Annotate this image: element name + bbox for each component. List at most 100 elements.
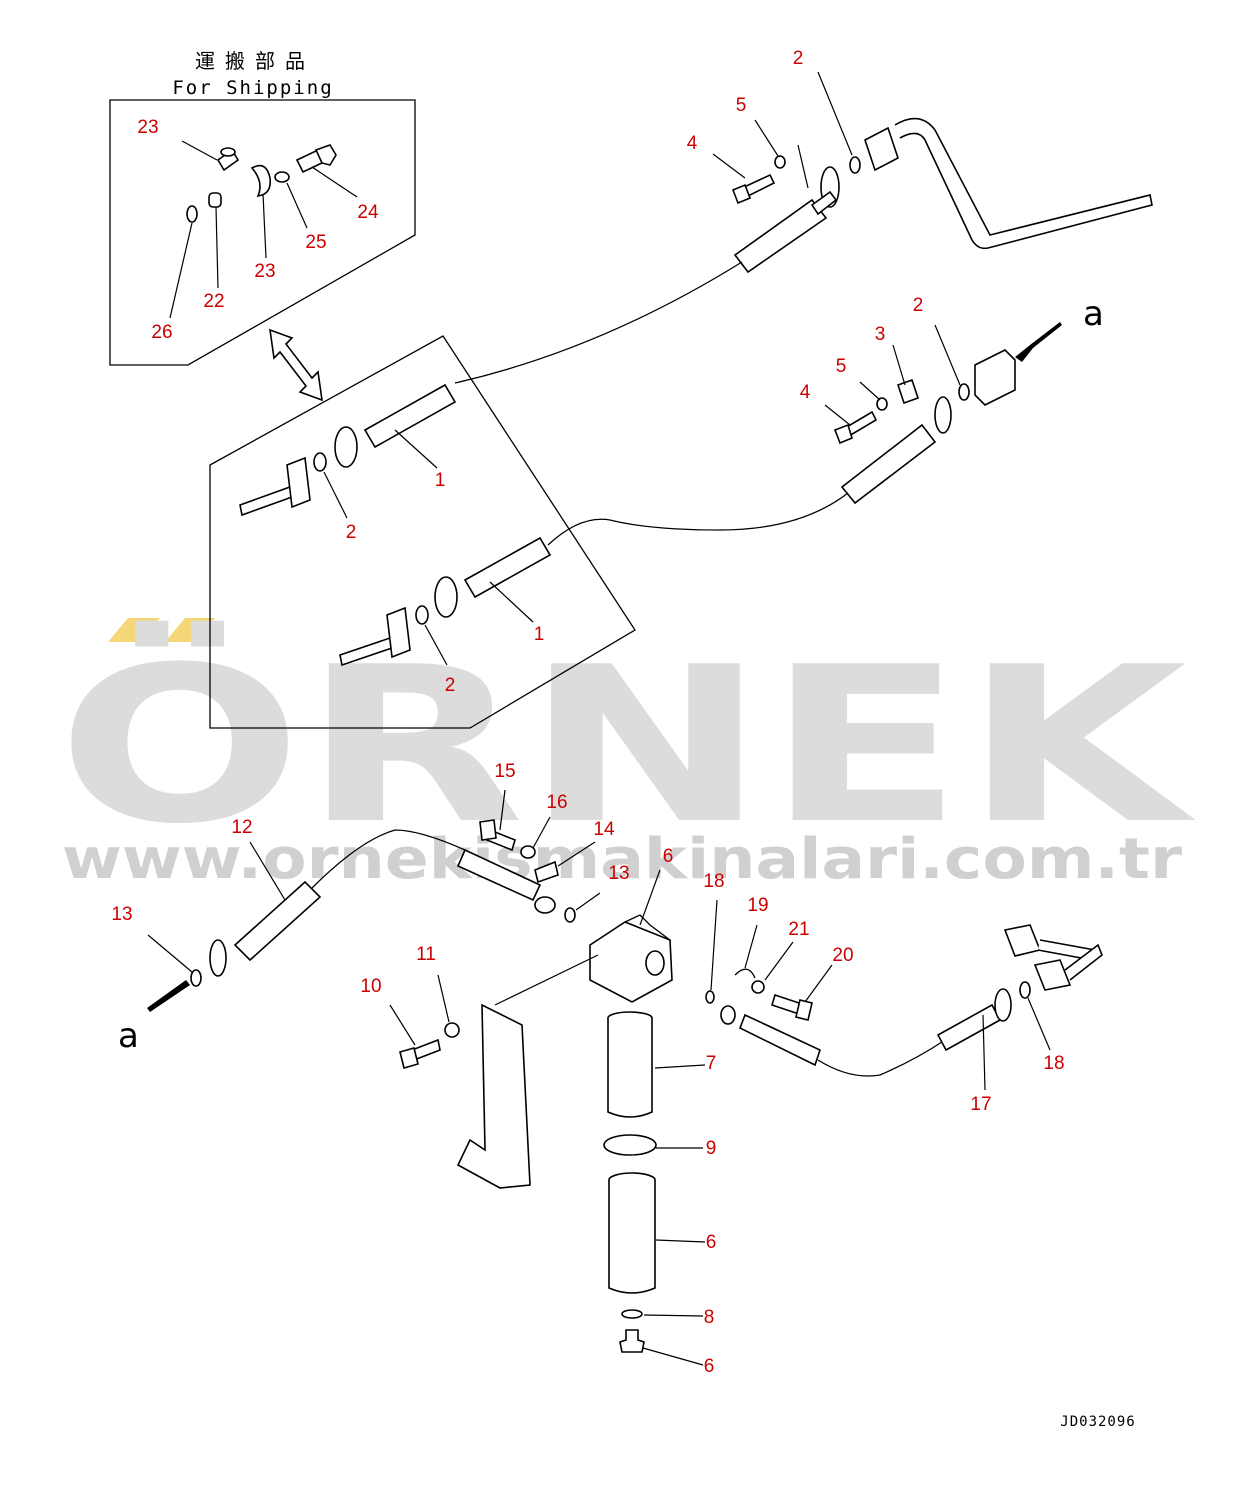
leader-8 xyxy=(643,1314,704,1317)
valve-block xyxy=(974,349,1016,406)
callout-5a: 5 xyxy=(736,95,747,116)
callout-1b: 1 xyxy=(534,624,545,645)
tube-stub-a xyxy=(239,485,293,517)
oring-frame-b xyxy=(415,605,429,625)
hose-sleeve-17b xyxy=(936,1003,1002,1052)
shipping-title-en: For Shipping xyxy=(172,77,333,99)
shipping-box-frame xyxy=(109,99,416,366)
half-clamp-part-2 xyxy=(250,164,272,197)
callout-21: 21 xyxy=(788,919,809,940)
bolt-head-10 xyxy=(399,1047,419,1069)
washer-5-mid xyxy=(876,397,888,411)
callout-8: 8 xyxy=(704,1307,715,1328)
filter-head-port xyxy=(645,950,665,976)
leader-3 xyxy=(892,344,906,386)
callout-22: 22 xyxy=(203,291,224,312)
leader-2c xyxy=(323,471,348,519)
hose-sleeve-frame-b xyxy=(463,536,552,599)
upper-pipe-assembly xyxy=(454,71,1153,384)
oring-18b xyxy=(1019,981,1031,999)
callout-26: 26 xyxy=(151,322,172,343)
callout-1a: 1 xyxy=(435,470,446,491)
callout-15: 15 xyxy=(494,761,515,782)
hose-flange-frame-b xyxy=(434,576,458,618)
watermark-accent-right xyxy=(165,618,215,642)
leader-22 xyxy=(215,206,219,289)
bolt-head-4-upper xyxy=(731,183,752,205)
shipping-box: 運搬部品 For Shipping xyxy=(109,49,416,366)
mounting-bracket xyxy=(456,1003,531,1189)
oring-9 xyxy=(603,1134,657,1156)
callout-7: 7 xyxy=(706,1053,717,1074)
callout-5b: 5 xyxy=(836,356,847,377)
washer-11 xyxy=(444,1022,460,1038)
hose-sleeve-upper xyxy=(733,198,828,274)
hose-flange-mid xyxy=(934,396,952,434)
callout-25: 25 xyxy=(305,232,326,253)
half-clamp-3 xyxy=(896,378,920,405)
leader-20 xyxy=(804,964,833,1003)
plug-part xyxy=(208,192,222,208)
washer-5-upper xyxy=(774,155,786,169)
half-clamp-top xyxy=(220,147,236,157)
callout-6a: 6 xyxy=(663,846,674,867)
drawing-code: JD032096 xyxy=(1060,1414,1135,1430)
leader-13a xyxy=(147,934,193,973)
leader-6c xyxy=(642,1347,704,1366)
hose-sleeve-17a xyxy=(738,1013,821,1067)
drain-plug xyxy=(619,1329,645,1353)
watermark: ÖRNEK www.ornekismakinalari.com.tr xyxy=(57,618,1197,892)
leader-12 xyxy=(249,841,286,901)
hose-flange-17a xyxy=(720,1005,736,1025)
leader-5b xyxy=(859,381,881,401)
oring-13a xyxy=(190,969,202,987)
hose-flange-12b xyxy=(534,896,556,914)
leader-10 xyxy=(389,1004,416,1046)
callout-labels: 23 23 24 25 22 26 2 5 4 2 3 5 4 1 2 1 2 … xyxy=(111,48,1064,1377)
leader-18b xyxy=(1027,997,1051,1051)
leader-26 xyxy=(169,222,193,319)
leader-13b xyxy=(575,892,601,911)
watermark-accent-left xyxy=(108,618,160,642)
leader-17 xyxy=(982,1014,986,1091)
callout-18b: 18 xyxy=(1043,1053,1064,1074)
callout-23b: 23 xyxy=(254,261,275,282)
leader-15 xyxy=(499,789,506,831)
tube-flange-a xyxy=(286,456,311,509)
tube-flange-right-a xyxy=(1003,924,1042,957)
leader-4b xyxy=(824,404,851,426)
lower-assembly: a xyxy=(118,789,1103,1366)
callout-2a: 2 xyxy=(793,48,804,69)
alternate-frame xyxy=(209,335,636,729)
watermark-brand: ÖRNEK xyxy=(57,620,1197,871)
callout-2d: 2 xyxy=(445,675,456,696)
callout-13a: 13 xyxy=(111,904,132,925)
leader-5a xyxy=(754,119,779,157)
filter-case xyxy=(608,1180,656,1294)
callout-18a: 18 xyxy=(703,871,724,892)
hose-flange-12 xyxy=(209,939,227,977)
oring-upper xyxy=(849,156,861,174)
valve-block-a: a xyxy=(547,294,1104,546)
leader-4a xyxy=(712,153,746,179)
bracket-link xyxy=(494,954,599,1006)
half-clamp-14 xyxy=(534,860,559,884)
oring-13b xyxy=(564,907,576,923)
hose-sleeve-frame-a xyxy=(363,383,457,449)
callout-3: 3 xyxy=(875,324,886,345)
leader-23b xyxy=(262,193,267,259)
callout-6b: 6 xyxy=(706,1232,717,1253)
callout-13b: 13 xyxy=(608,863,629,884)
hose-line-mid xyxy=(547,492,849,546)
washer-16 xyxy=(520,845,536,859)
callout-4b: 4 xyxy=(800,382,811,403)
oring-18a xyxy=(705,990,715,1004)
leader-6b xyxy=(655,1239,706,1243)
double-arrow-shape xyxy=(269,328,323,402)
callout-23a: 23 xyxy=(137,117,158,138)
callout-9: 9 xyxy=(706,1138,717,1159)
callout-2c: 2 xyxy=(346,522,357,543)
leader-18a xyxy=(710,899,718,991)
